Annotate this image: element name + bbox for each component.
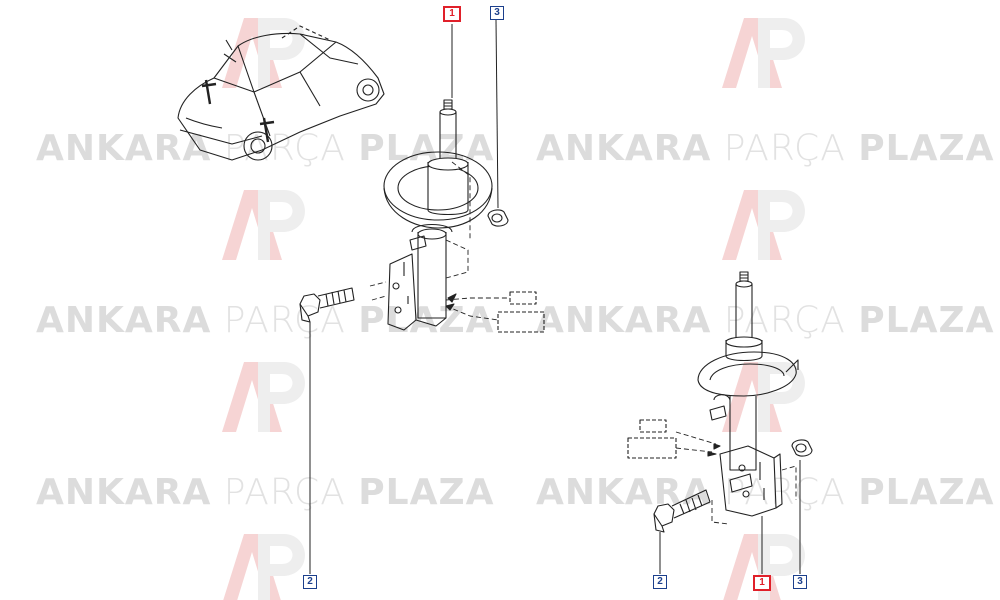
car-location-sketch: [177, 25, 385, 161]
callout-part-2[interactable]: 2: [653, 575, 667, 589]
callout-part-2[interactable]: 2: [303, 575, 317, 589]
bolt-left: [299, 287, 355, 323]
callout-part-3[interactable]: 3: [793, 575, 807, 589]
bolt-right: [653, 489, 711, 533]
callout-part-1[interactable]: 1: [443, 6, 461, 22]
nut-right: [791, 439, 813, 457]
callout-part-1[interactable]: 1: [753, 575, 771, 591]
nut-left: [487, 209, 509, 227]
shock-absorber-left: [369, 99, 545, 333]
leader-lines: [309, 19, 801, 574]
callout-part-3[interactable]: 3: [490, 6, 504, 20]
watermark-logo: [222, 18, 806, 600]
shock-absorber-right: [627, 271, 799, 525]
